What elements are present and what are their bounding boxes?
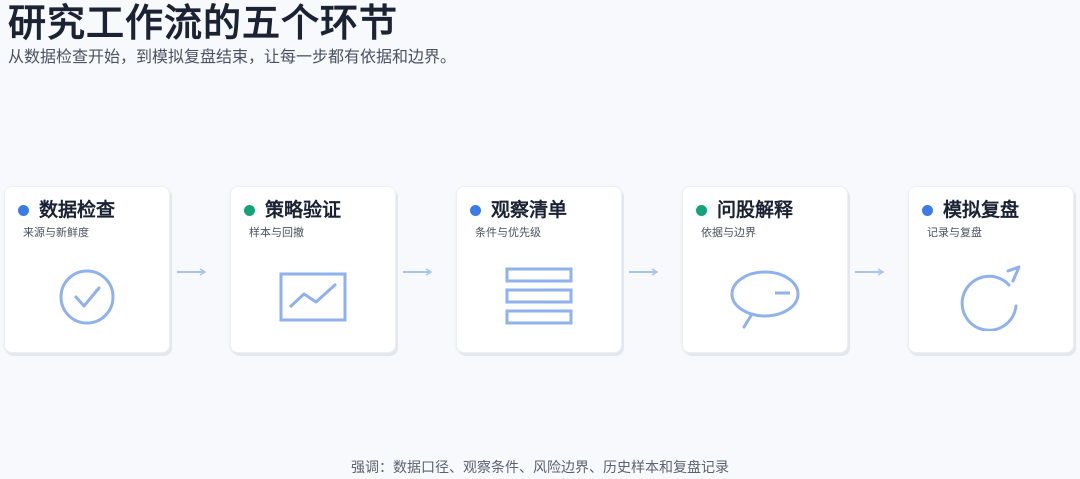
step-subtitle: 来源与新鲜度 [23, 226, 89, 239]
step-subtitle: 样本与回撤 [249, 226, 304, 239]
step-card-stock-explanation: 问股解释 依据与边界 [682, 186, 848, 353]
arrow-right-icon [629, 268, 659, 276]
step-title: 问股解释 [717, 199, 794, 221]
step-card-header: 策略验证 [244, 197, 341, 223]
status-dot [922, 204, 933, 216]
step-card-strategy-validation: 策略验证 样本与回撤 [230, 186, 396, 353]
step-card-header: 模拟复盘 [922, 197, 1019, 223]
arrow-right-icon [177, 268, 207, 276]
step-title: 策略验证 [265, 199, 342, 221]
step-title: 数据检查 [39, 199, 116, 221]
workflow-diagram: 数据检查 来源与新鲜度 策略验证 样本与回撤 观察清单 条件与优先级 [0, 186, 1080, 356]
line-chart-icon [279, 272, 347, 322]
step-card-watchlist: 观察清单 条件与优先级 [456, 186, 622, 353]
step-card-header: 观察清单 [470, 197, 567, 223]
step-card-header: 数据检查 [18, 197, 115, 223]
speech-bubble-icon [730, 270, 800, 329]
step-subtitle: 依据与边界 [701, 226, 756, 239]
step-card-data-check: 数据检查 来源与新鲜度 [4, 186, 170, 353]
footer-note: 强调：数据口径、观察条件、风险边界、历史样本和复盘记录 [351, 460, 729, 476]
status-dot [470, 204, 481, 216]
page-subtitle: 从数据检查开始，到模拟复盘结束，让每一步都有依据和边界。 [8, 47, 457, 66]
step-card-simulation-review: 模拟复盘 记录与复盘 [908, 186, 1074, 353]
status-dot [244, 204, 255, 216]
step-title: 观察清单 [491, 199, 568, 221]
step-title: 模拟复盘 [943, 199, 1020, 221]
step-subtitle: 条件与优先级 [475, 226, 541, 239]
step-card-header: 问股解释 [696, 197, 793, 223]
arrow-right-icon [855, 268, 885, 276]
refresh-icon [960, 265, 1021, 331]
check-circle-icon [59, 269, 115, 325]
list-icon [505, 267, 573, 325]
status-dot [696, 204, 707, 216]
page-title: 研究工作流的五个环节 [8, 1, 399, 45]
status-dot [18, 204, 29, 216]
step-subtitle: 记录与复盘 [927, 226, 982, 239]
arrow-right-icon [403, 268, 433, 276]
